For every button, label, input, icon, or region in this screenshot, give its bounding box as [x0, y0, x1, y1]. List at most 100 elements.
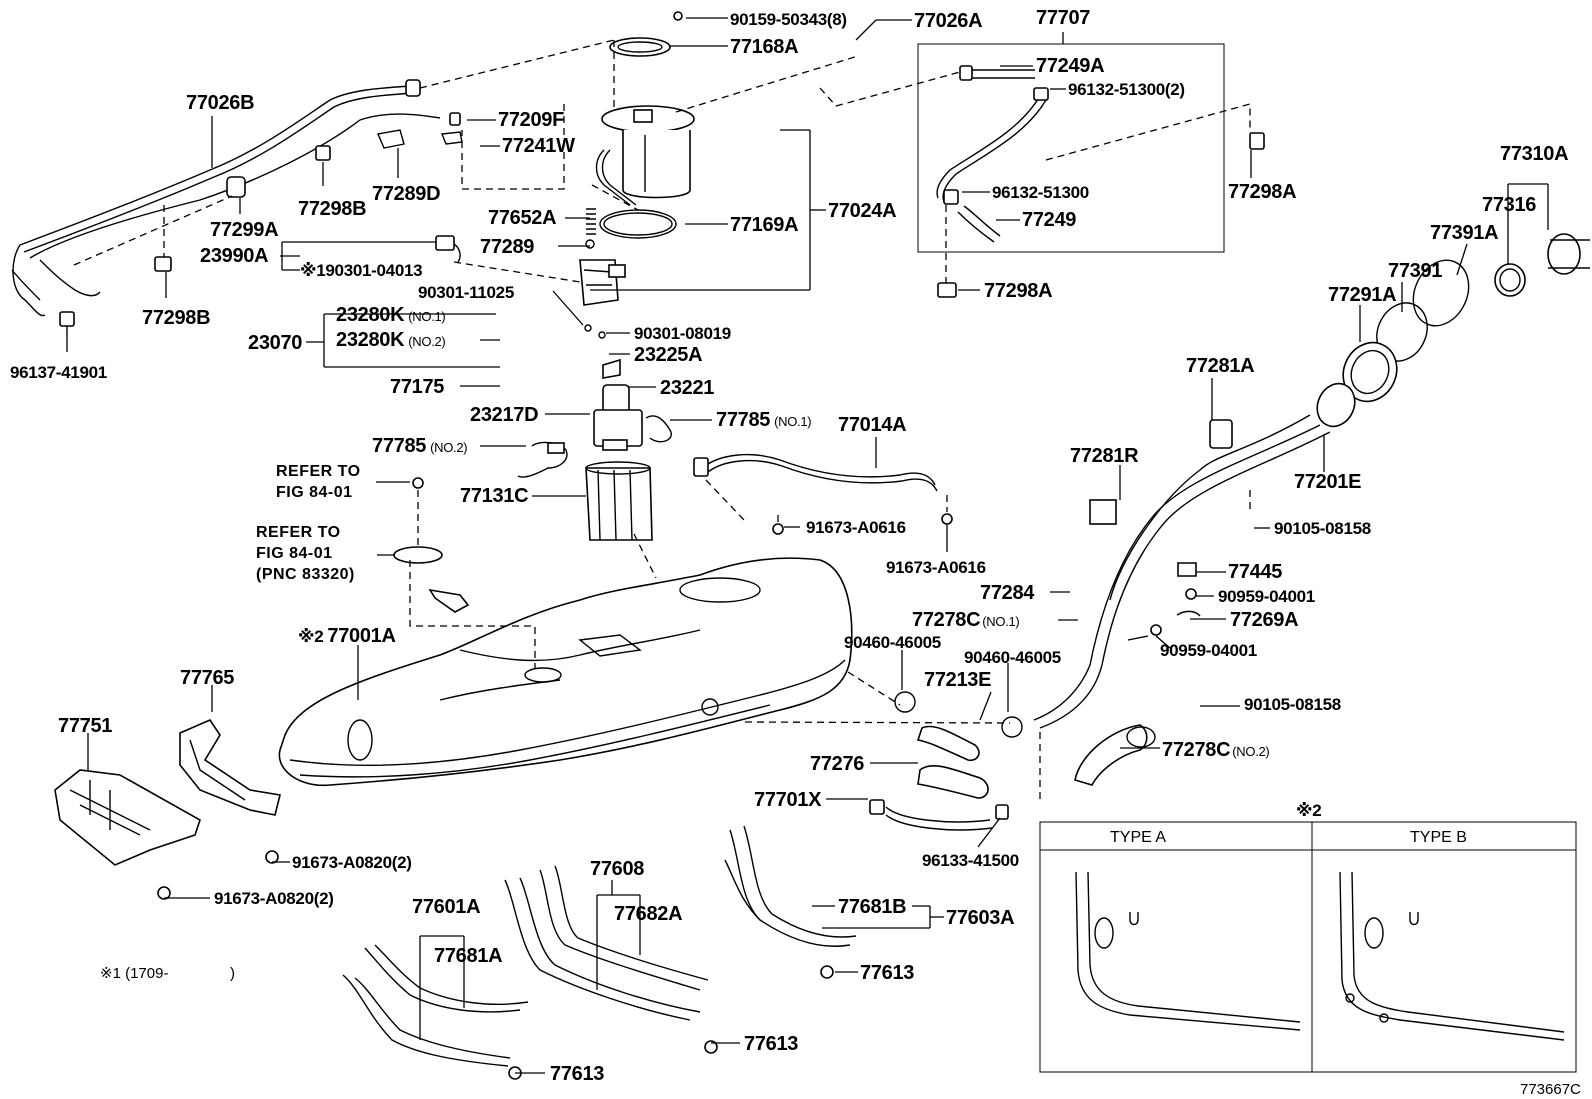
part-number-labels: 90159-50343(8) 77026A 77707 77168A 77249… [10, 7, 1581, 1098]
label-77299a: 77299A [210, 219, 278, 241]
label-96137-41901: 96137-41901 [10, 363, 107, 382]
label-90959-04001-b: 90959-04001 [1160, 641, 1257, 660]
label-77131c: 77131C [460, 485, 528, 507]
label-90959-04001-a: 90959-04001 [1218, 587, 1315, 606]
label-77281a: 77281A [1186, 355, 1254, 377]
label-mark-1-close: ) [230, 965, 235, 982]
label-refer-to-1: REFER TO [276, 463, 361, 480]
label-77652a: 77652A [488, 207, 556, 229]
label-96132-51300: 96132-51300 [992, 183, 1089, 202]
label-77168a: 77168A [730, 36, 798, 58]
vent-line-group-drawing [917, 43, 1265, 298]
tank-straps-drawing [342, 825, 857, 1080]
label-77608: 77608 [590, 858, 644, 880]
label-77169a: 77169A [730, 214, 798, 236]
label-77289: 77289 [480, 236, 534, 258]
label-77278c-no2: 77278C(NO.2) [1162, 739, 1269, 761]
leader-lines [66, 17, 1549, 1074]
label-77681a: 77681A [434, 945, 502, 967]
label-77014a: 77014A [838, 414, 906, 436]
label-77298a-top: 77298A [1228, 181, 1296, 203]
label-77278c-no1: 77278C(NO.1) [912, 609, 1019, 631]
label-23217d: 23217D [470, 404, 538, 426]
label-77601a: 77601A [412, 896, 480, 918]
label-fig-84-01-2: FIG 84-01 [256, 545, 333, 562]
label-90105-08158-a: 90105-08158 [1274, 519, 1371, 538]
inset-type-panels [1039, 821, 1577, 1073]
label-77298a-mid: 77298A [984, 280, 1052, 302]
label-77241w: 77241W [502, 135, 575, 157]
label-77391a: 77391A [1430, 222, 1498, 244]
label-77281r: 77281R [1070, 445, 1139, 467]
label-77026b: 77026B [186, 92, 254, 114]
label-23280k-no1: 23280K(NO.1) [336, 304, 445, 326]
label-77613-b: 77613 [744, 1033, 798, 1055]
fuel-tank-drawing [278, 557, 853, 787]
label-77613-c: 77613 [550, 1063, 604, 1085]
label-77284: 77284 [980, 582, 1035, 604]
label-77175: 77175 [390, 376, 444, 398]
label-77026a: 77026A [914, 10, 982, 32]
label-77682a: 77682A [614, 903, 682, 925]
dashed-guide-lines [73, 39, 1251, 800]
label-23280k-no2: 23280K(NO.2) [336, 329, 445, 351]
label-77391: 77391 [1388, 260, 1442, 282]
label-77681b: 77681B [838, 896, 906, 918]
label-77310a: 77310A [1500, 143, 1568, 165]
label-mark-1: ※1 (1709- [100, 965, 168, 982]
label-77603a: 77603A [946, 907, 1014, 929]
label-23221: 23221 [660, 377, 714, 399]
brackets-drawing [54, 719, 281, 900]
label-77276: 77276 [810, 753, 864, 775]
label-refer-to-2: REFER TO [256, 524, 341, 541]
label-23990a: 23990A [200, 245, 268, 267]
clips-drawing [154, 112, 463, 272]
diagram-id: 773667C [1520, 1081, 1581, 1098]
label-77316: 77316 [1482, 194, 1536, 216]
label-90460-46005-b: 90460-46005 [964, 648, 1061, 667]
label-90105-08158-b: 90105-08158 [1244, 695, 1341, 714]
label-77613-a: 77613 [860, 962, 914, 984]
label-23070: 23070 [248, 332, 302, 354]
filler-pipe-drawing [1033, 233, 1590, 786]
label-190301-04013: ※190301-04013 [300, 261, 422, 280]
label-77751: 77751 [58, 715, 112, 737]
label-91673-a0616-a: 91673-A0616 [806, 518, 906, 537]
label-77269a: 77269A [1230, 609, 1298, 631]
label-96132-51300-2: 96132-51300(2) [1068, 80, 1185, 99]
label-fig-84-01-1: FIG 84-01 [276, 484, 353, 501]
hoses-drawing [869, 691, 1023, 831]
label-77289d: 77289D [372, 183, 440, 205]
label-77249: 77249 [1022, 209, 1076, 231]
label-77201e: 77201E [1294, 471, 1361, 493]
label-77785-no2: 77785(NO.2) [372, 435, 467, 457]
label-90301-11025: 90301-11025 [418, 283, 514, 302]
label-90159-50343: 90159-50343(8) [730, 10, 847, 29]
label-91673-a0616-b: 91673-A0616 [886, 558, 986, 577]
label-77209f: 77209F [498, 109, 564, 131]
label-91673-a0820-b: 91673-A0820(2) [214, 889, 334, 908]
label-90460-46005-a: 90460-46005 [844, 633, 941, 652]
label-pnc-83320: (PNC 83320) [256, 566, 355, 583]
label-77298b-top: 77298B [298, 198, 366, 220]
label-mark-2: ※2 [1296, 801, 1321, 820]
label-77785-no1: 77785(NO.1) [716, 409, 811, 431]
fuel-line-77014a-drawing [693, 453, 953, 535]
label-77445: 77445 [1228, 561, 1282, 583]
label-77213e: 77213E [924, 669, 991, 691]
sending-unit-drawing [393, 477, 470, 613]
label-77291a: 77291A [1328, 284, 1396, 306]
label-type-b: TYPE B [1410, 829, 1467, 846]
fuel-line-77026b-drawing [11, 79, 441, 334]
label-type-a: TYPE A [1110, 829, 1166, 846]
fuel-pump-module-drawing [517, 11, 695, 541]
label-23225a: 23225A [634, 344, 702, 366]
label-90301-08019: 90301-08019 [634, 324, 731, 343]
label-96133-41500: 96133-41500 [922, 851, 1019, 870]
label-77024a: 77024A [828, 200, 896, 222]
label-77249a: 77249A [1036, 55, 1104, 77]
label-77707: 77707 [1036, 7, 1090, 29]
label-77298b-low: 77298B [142, 307, 210, 329]
